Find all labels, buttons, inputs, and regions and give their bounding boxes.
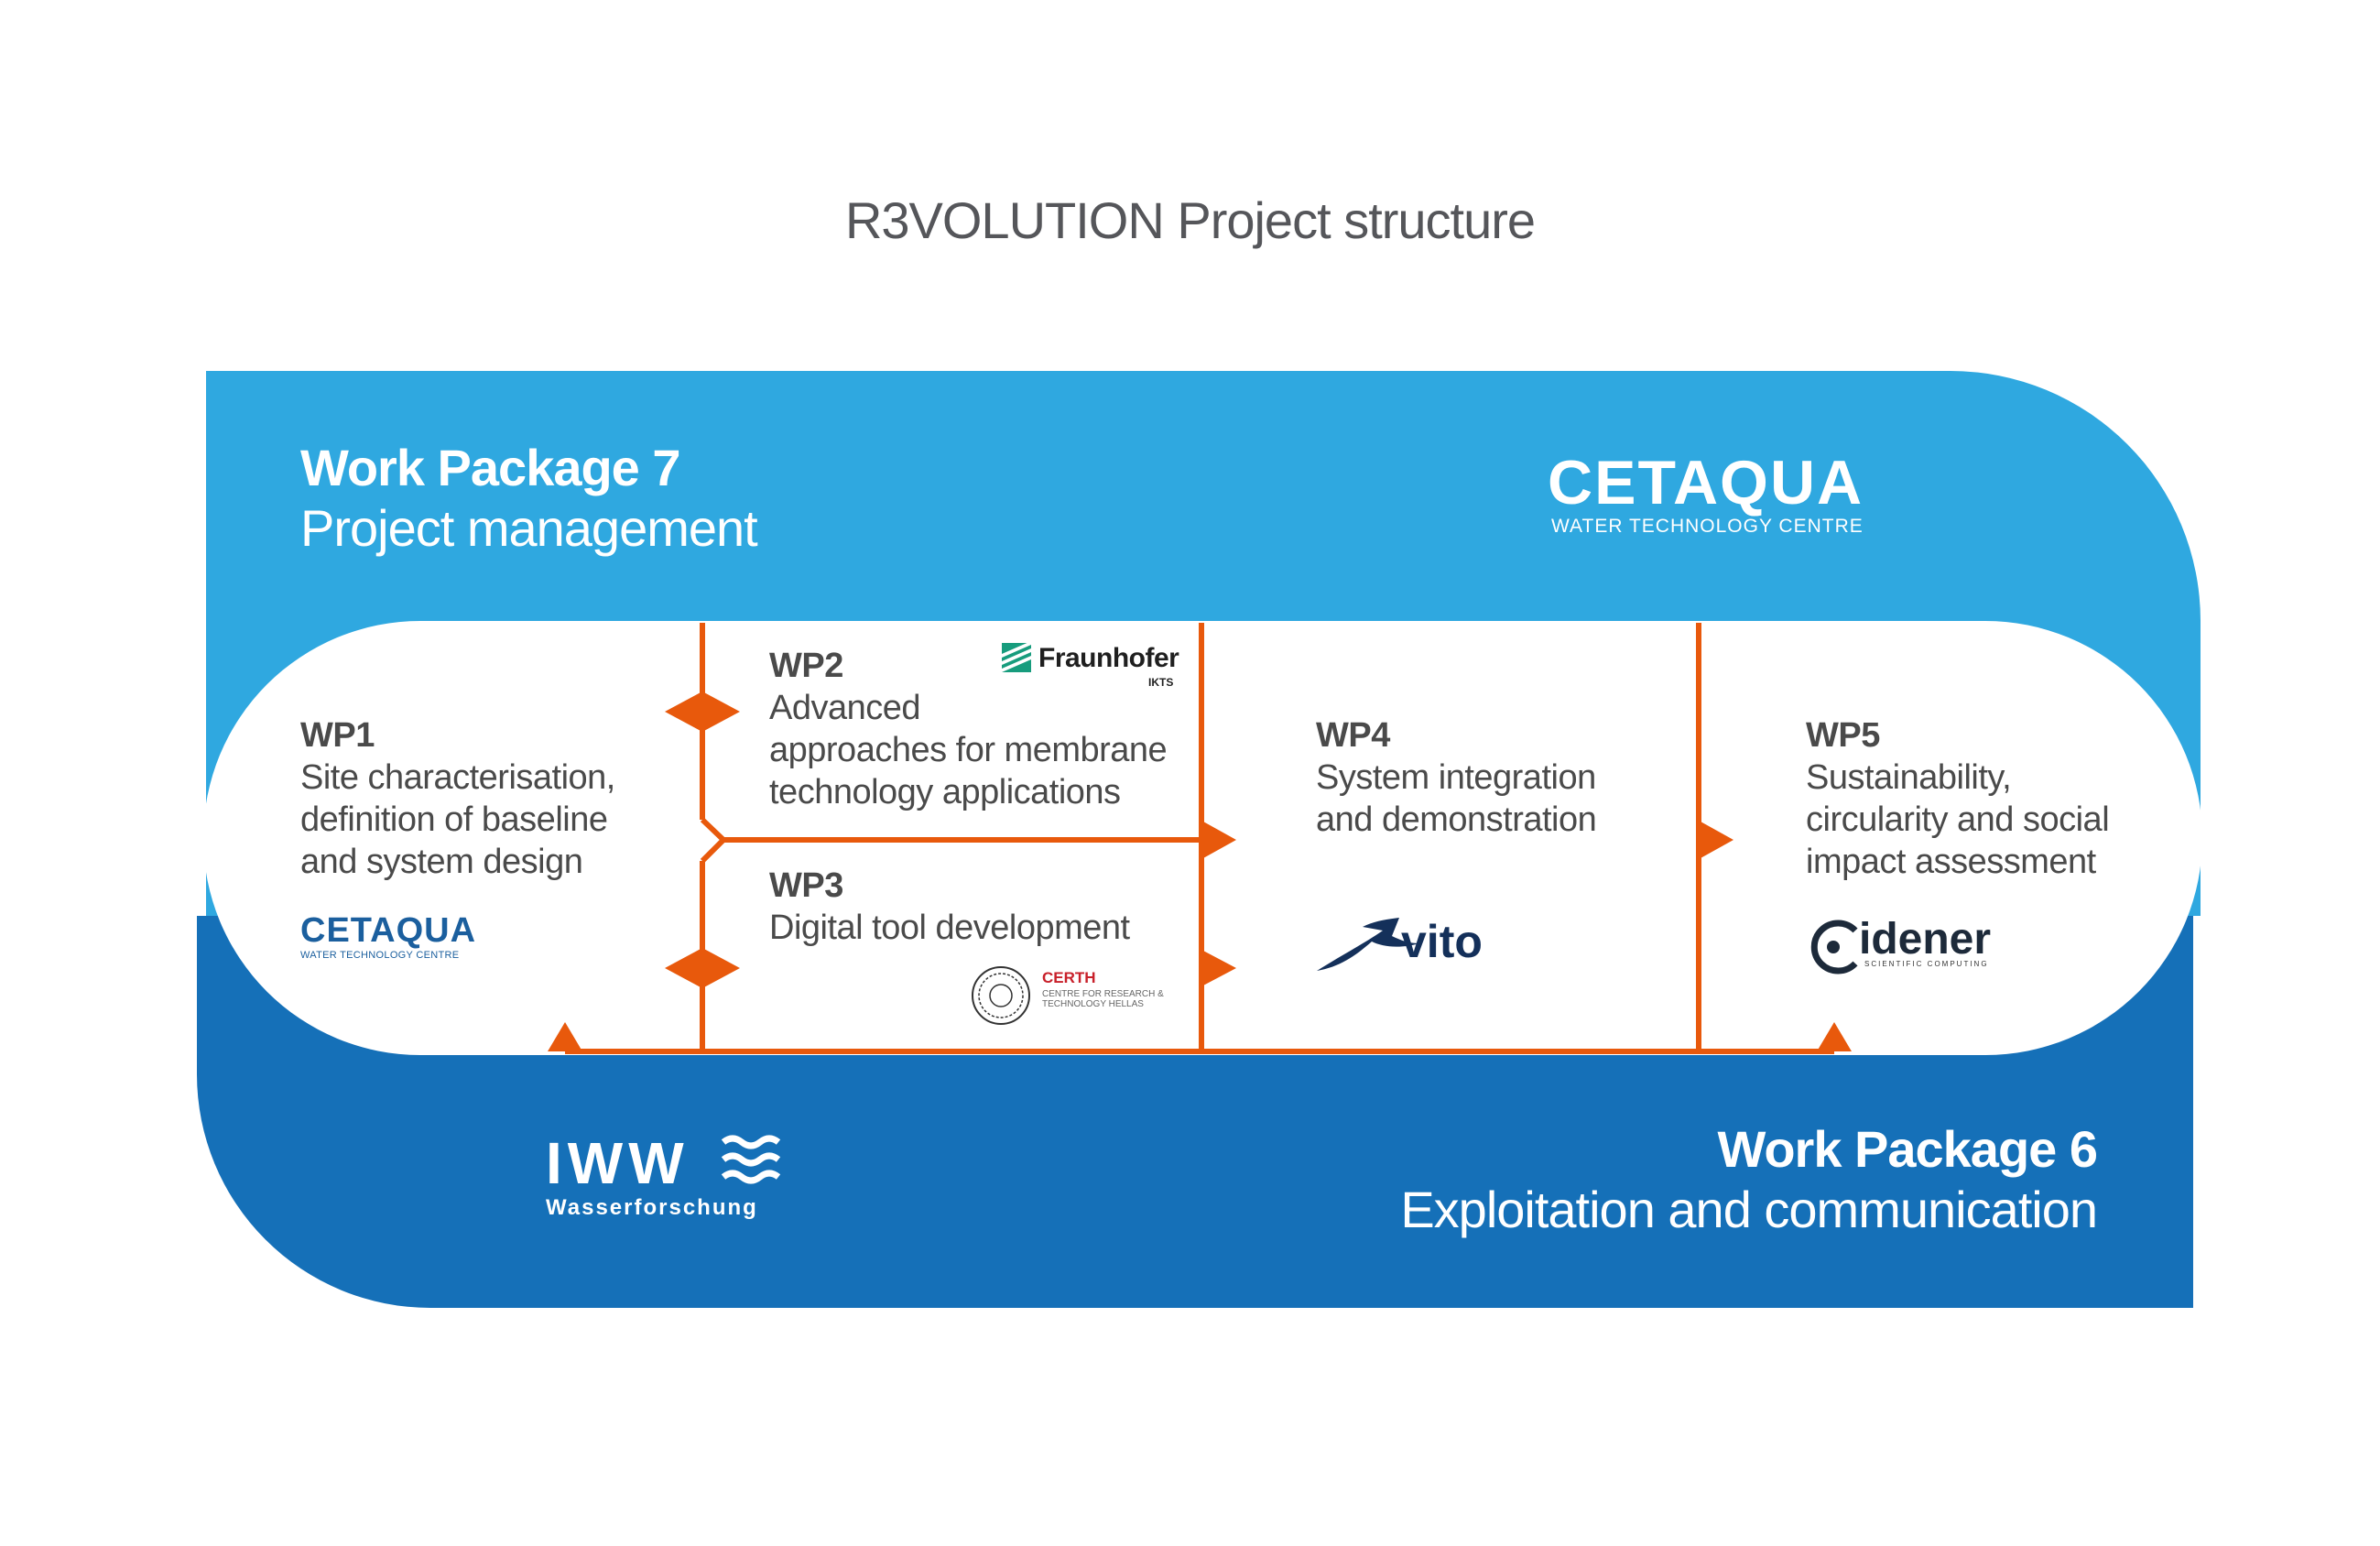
iww-logo-sub: Wasserforschung (546, 1195, 758, 1220)
wp2-line: technology applications (769, 773, 1121, 811)
wp2-line: approaches for membrane (769, 731, 1168, 769)
wp7-number: Work Package 7 (300, 439, 681, 496)
wp2-box: WP2 Advanced approaches for membrane tec… (769, 645, 1168, 813)
fraunhofer-logo-mark (1002, 641, 1031, 672)
cetaqua-logo-name: CETAQUA (1548, 448, 1864, 517)
arrowhead-wp3-wp4 (1203, 951, 1236, 985)
wp4-line: and demonstration (1316, 800, 1597, 839)
certh-seal (972, 966, 1030, 1025)
wp4-id: WP4 (1316, 716, 1390, 755)
wp6-number: Work Package 6 (1717, 1120, 2098, 1178)
vito-logo-name: vito (1401, 916, 1483, 967)
iww-logo-name: IWW (546, 1130, 690, 1196)
cetaqua-small-sub: WATER TECHNOLOGY CENTRE (300, 950, 460, 961)
arrowhead-up-right (1817, 1022, 1852, 1051)
wp5-line: impact assessment (1806, 843, 2096, 881)
fraunhofer-logo-name: Fraunhofer (1038, 643, 1179, 673)
vito-logo: vito (1313, 911, 1515, 975)
certh-logo-name: CERTH (1042, 969, 1096, 986)
wp1-line: definition of baseline (300, 800, 608, 839)
wp6-label: Work Package 6 Exploitation and communic… (1374, 1119, 2098, 1240)
wp3-box: WP3 Digital tool development (769, 865, 1130, 949)
wp1-line: and system design (300, 843, 583, 881)
diamond-wp2 (665, 691, 740, 732)
cetaqua-logo-sub: WATER TECHNOLOGY CENTRE (1551, 516, 1864, 537)
idener-logo: idener SCIENTIFIC COMPUTING (1806, 914, 2007, 978)
wp1-line: Site characterisation, (300, 758, 615, 797)
wp5-id: WP5 (1806, 716, 1880, 755)
idener-mark (1810, 920, 1858, 974)
iww-logo: IWW Wasserforschung (546, 1131, 758, 1221)
wp1-box: WP1 Site characterisation, definition of… (300, 714, 615, 883)
wp3-line: Digital tool development (769, 909, 1130, 947)
arrowhead-wp4-wp5 (1701, 822, 1733, 858)
wp5-line: circularity and social (1806, 800, 2110, 839)
certh-logo-sub: CENTRE FOR RESEARCH & TECHNOLOGY HELLAS (1042, 989, 1164, 1009)
wp2-line: Advanced (769, 689, 921, 727)
arrow-heads (548, 691, 1852, 1051)
wp2-id: WP2 (769, 647, 843, 685)
cetaqua-logo-small: CETAQUA WATER TECHNOLOGY CENTRE (300, 912, 476, 962)
idener-logo-sub: SCIENTIFIC COMPUTING (1864, 960, 1989, 968)
fraunhofer-logo-sub: IKTS (1148, 676, 1174, 689)
cetaqua-small-name: CETAQUA (300, 911, 477, 950)
diamond-wp3 (665, 948, 740, 988)
wp3-id: WP3 (769, 866, 843, 905)
wp5-line: Sustainability, (1806, 758, 2012, 797)
certh-logo: CERTH CENTRE FOR RESEARCH & TECHNOLOGY H… (971, 967, 1190, 1026)
arrowhead-wp2-wp4 (1203, 822, 1236, 858)
vito-bird-mark (1317, 918, 1419, 971)
arrowhead-up-left (548, 1022, 582, 1051)
wp7-name: Project management (300, 499, 758, 557)
wp4-box: WP4 System integration and demonstration (1316, 714, 1597, 841)
wp4-line: System integration (1316, 758, 1596, 797)
wp5-box: WP5 Sustainability, circularity and soci… (1806, 714, 2110, 883)
wp7-label: Work Package 7 Project management (300, 438, 758, 559)
diagram-title: R3VOLUTION Project structure (844, 191, 1536, 249)
idener-logo-name: idener (1859, 915, 1992, 964)
cetaqua-logo-large: CETAQUA WATER TECHNOLOGY CENTRE (1548, 451, 1864, 539)
wp6-name: Exploitation and communication (1400, 1181, 2098, 1238)
wp1-id: WP1 (300, 716, 375, 755)
iww-waves-icon (721, 1135, 781, 1184)
